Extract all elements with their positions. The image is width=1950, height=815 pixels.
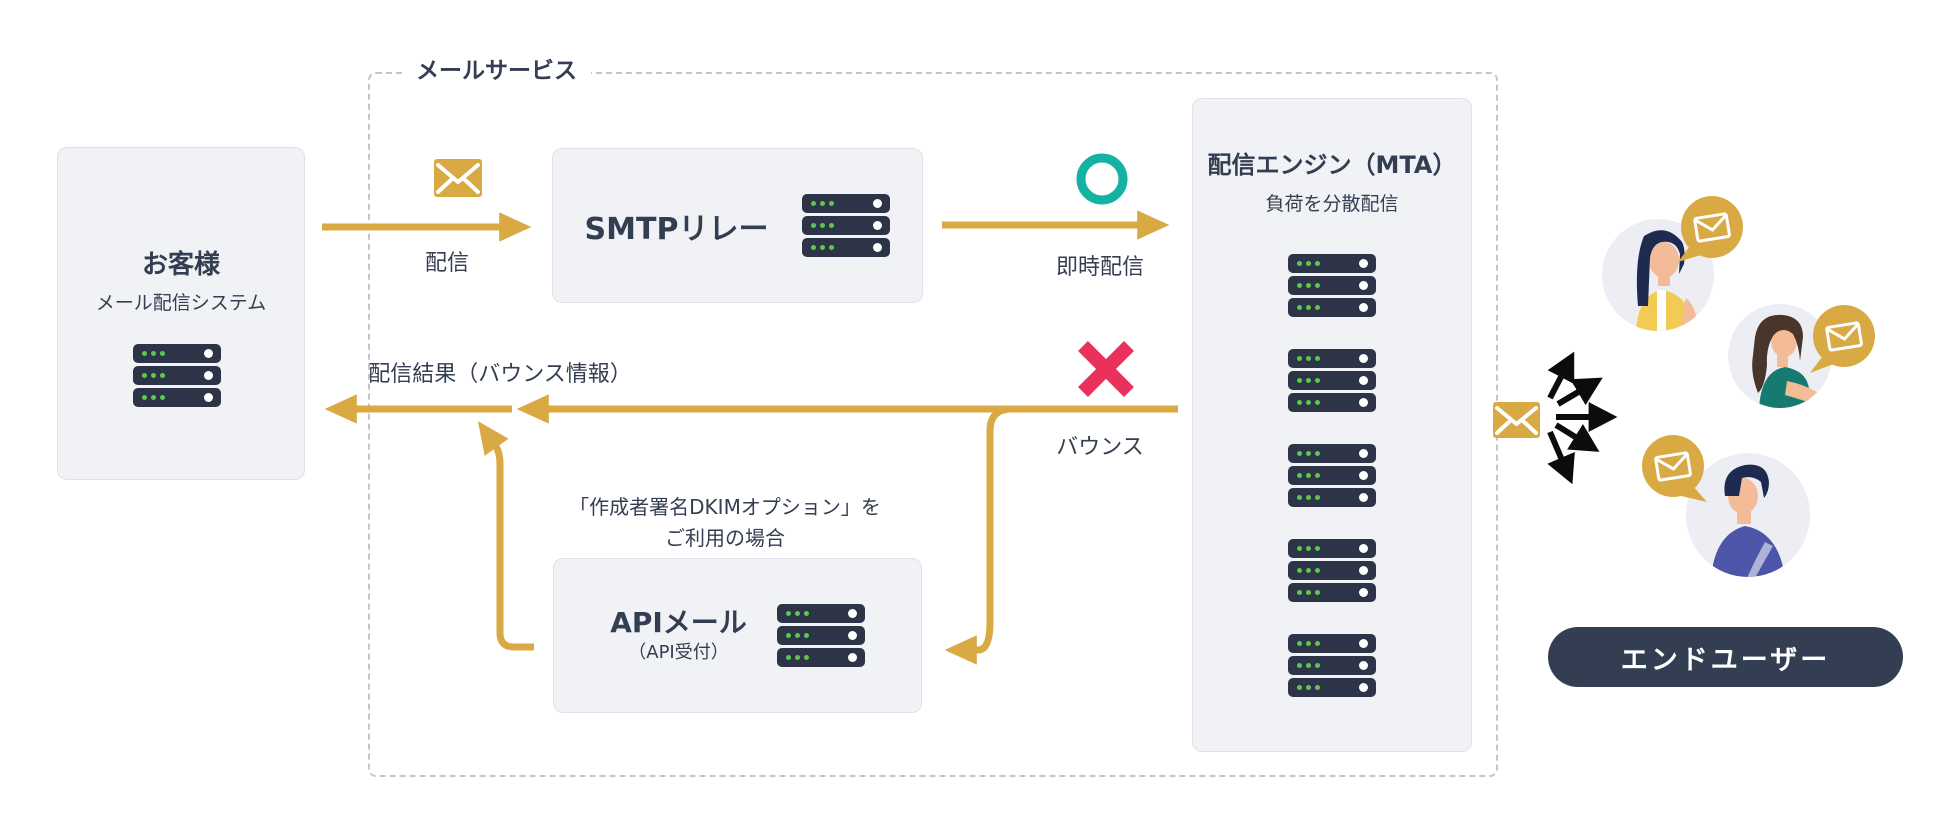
error-cross-icon <box>1078 341 1134 397</box>
server-stack-icon <box>1288 444 1376 507</box>
server-stack-icon <box>133 344 221 407</box>
mta-server-farm <box>1288 254 1376 697</box>
dkim-note-line2: ご利用の場合 <box>665 526 785 550</box>
end-user-avatar-man <box>1686 453 1810 577</box>
smtp-relay-title: SMTPリレー <box>584 211 769 247</box>
mail-envelope-icon <box>434 159 482 197</box>
server-icon <box>133 388 221 407</box>
delivery-engine-mta-box: 配信エンジン（MTA） 負荷を分散配信 <box>1192 98 1472 752</box>
customer-title: お客様 <box>141 250 220 280</box>
server-icon <box>133 344 221 363</box>
mail-bubble-icon <box>1642 435 1707 502</box>
api-to-result-curve-arrow <box>477 421 534 651</box>
mail-bubble-icon <box>1810 305 1875 373</box>
api-mail-title: APIメール <box>610 605 747 639</box>
server-stack-icon <box>1288 539 1376 602</box>
mail-bubble-icon <box>1678 196 1743 262</box>
instant-delivery-label: 即時配信 <box>1055 255 1144 280</box>
smtp-relay-box: SMTPリレー <box>552 148 923 303</box>
server-icon <box>776 626 865 645</box>
server-icon <box>776 648 865 667</box>
customer-box: お客様 メール配信システム <box>57 147 305 480</box>
server-stack-icon <box>776 604 865 667</box>
api-mail-subtitle: （API受付） <box>628 641 729 663</box>
dkim-option-note: 「作成者署名DKIMオプション」を ご利用の場合 <box>555 492 895 554</box>
bounce-result-label: 配信結果（バウンス情報） <box>368 362 632 387</box>
mta-subtitle: 負荷を分散配信 <box>1265 193 1399 215</box>
api-mail-box: APIメール （API受付） <box>553 558 922 713</box>
customer-subtitle: メール配信システム <box>95 292 267 314</box>
server-stack-icon <box>1288 254 1376 317</box>
server-icon <box>776 604 865 623</box>
deliver-label: 配信 <box>424 251 469 276</box>
end-user-avatar-woman-1 <box>1602 219 1714 331</box>
server-icon <box>133 366 221 385</box>
server-icon <box>802 216 891 235</box>
end-user-badge: エンドユーザー <box>1548 627 1903 687</box>
dkim-note-line1: 「作成者署名DKIMオプション」を <box>569 495 881 519</box>
bounce-label: バウンス <box>1056 435 1144 460</box>
scatter-arrows-icon <box>1547 351 1618 485</box>
server-stack-icon <box>802 194 891 257</box>
api-title-wrap: APIメール （API受付） <box>610 606 747 666</box>
mail-envelope-icon <box>1493 402 1540 438</box>
server-stack-icon <box>1288 634 1376 697</box>
bounce-to-api-curve-arrow <box>944 405 1011 665</box>
end-user-label: エンドユーザー <box>1620 644 1831 676</box>
mail-service-label: メールサービス <box>402 56 591 86</box>
success-circle-icon <box>1076 153 1128 205</box>
server-stack-icon <box>1288 349 1376 412</box>
mta-title: 配信エンジン（MTA） <box>1207 151 1457 179</box>
end-user-avatar-woman-2 <box>1728 304 1832 408</box>
server-icon <box>802 194 891 213</box>
server-icon <box>802 238 891 257</box>
